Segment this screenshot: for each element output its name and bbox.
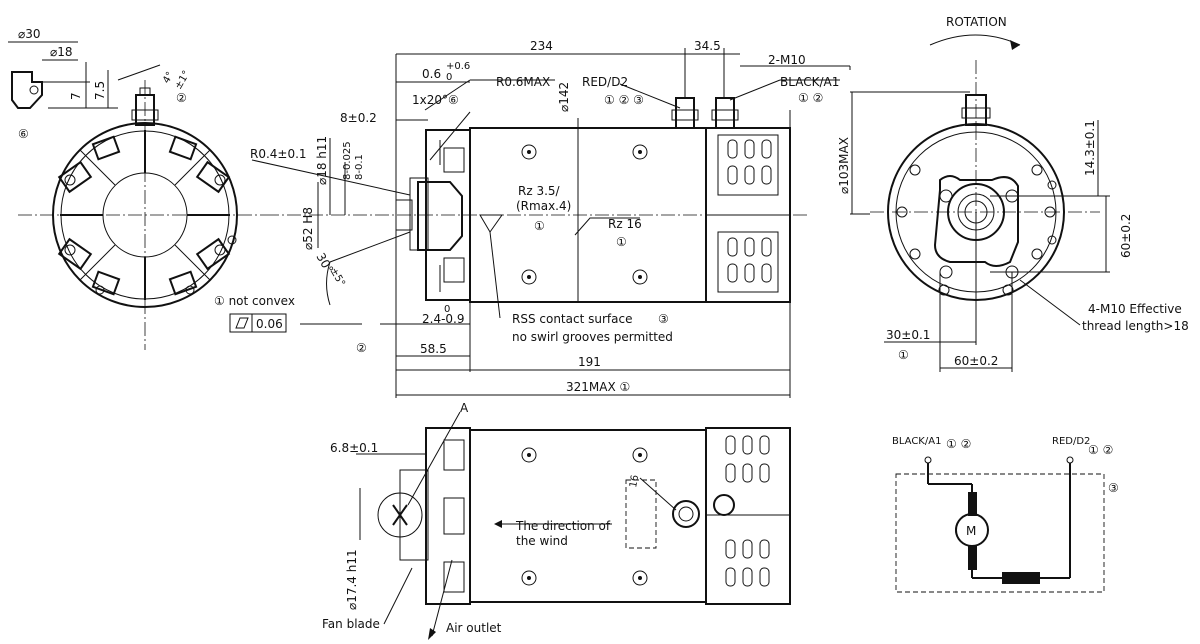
- dim-16: 16: [628, 474, 641, 488]
- dim-2-4: 2.4-0.9: [422, 312, 465, 326]
- wiring-schematic: [895, 456, 1105, 593]
- ref-2-mid: ②: [356, 341, 367, 355]
- label-rss-ref: ③: [658, 312, 669, 326]
- label-air-outlet: Air outlet: [446, 621, 502, 635]
- label-a: A: [460, 401, 469, 415]
- ref-2-left: ②: [176, 91, 187, 105]
- label-rz16-ref: ①: [616, 235, 627, 249]
- dim-d18h11: ⌀18 h11: [315, 136, 329, 185]
- dim-d17-4: ⌀17.4 h11: [345, 549, 359, 610]
- label-red-refs: ① ② ③: [604, 93, 644, 107]
- dim-d30: ⌀30: [18, 27, 41, 41]
- dim-8-025: 8-0.025: [342, 141, 353, 180]
- label-r06max: R0.6MAX: [496, 75, 550, 89]
- label-rz-ref: ①: [534, 219, 545, 233]
- label-m10-effective: 4-M10 Effective: [1088, 302, 1182, 316]
- ref-6-left: ⑥: [18, 127, 29, 141]
- dim-14-3: 14.3±0.1: [1083, 120, 1097, 176]
- dim-321: 321MAX ①: [566, 380, 630, 394]
- dim-6-8: 6.8±0.1: [330, 441, 378, 455]
- label-rz35: Rz 3.5/: [518, 184, 561, 198]
- sch-red: RED/D2: [1052, 436, 1090, 447]
- label-flatness: 0.06: [256, 317, 283, 331]
- label-black-refs: ① ②: [798, 91, 823, 105]
- label-rz16: Rz 16: [608, 217, 642, 231]
- label-wind-2: the wind: [516, 534, 568, 548]
- dim-60-v: 60±0.2: [1119, 214, 1133, 258]
- dim-d52h8: ⌀52 H8: [301, 207, 315, 250]
- bottom-view: [356, 411, 791, 640]
- dim-234: 234: [530, 39, 553, 53]
- dim-0-6: 0.6: [422, 67, 441, 81]
- label-rmax4: (Rmax.4): [516, 199, 571, 213]
- angle-30-tol: ±5°: [327, 266, 346, 289]
- dim-0-6-tol: +0.6: [446, 61, 470, 72]
- dim-d103: ⌀103MAX: [837, 137, 851, 194]
- dim-2-4-top: 0: [444, 304, 450, 315]
- dim-7-5: 7.5: [93, 81, 107, 100]
- label-thread-len: thread length>18: [1082, 319, 1189, 333]
- right-end-view: [850, 34, 1110, 372]
- sch-black-refs: ① ②: [946, 437, 971, 451]
- sch-black: BLACK/A1: [892, 436, 941, 447]
- dim-8-01: 8-0.1: [354, 154, 365, 180]
- label-rss: RSS contact surface: [512, 312, 632, 326]
- left-end-view: [8, 41, 265, 350]
- dim-34-5: 34.5: [694, 39, 721, 53]
- dim-7: 7: [69, 92, 83, 100]
- side-view: [251, 48, 851, 398]
- label-fan-blade: Fan blade: [322, 617, 380, 631]
- label-chamfer: 1x20°⑥: [412, 93, 459, 107]
- label-black-a1: BLACK/A1: [780, 75, 839, 89]
- dim-r04: R0.4±0.1: [250, 147, 307, 161]
- dim-0-6-base: 0: [446, 72, 452, 83]
- ref-1-right: ①: [898, 348, 909, 362]
- dim-60-h: 60±0.2: [954, 354, 998, 368]
- label-red-d2: RED/D2: [582, 75, 628, 89]
- dim-8: 8±0.2: [340, 111, 377, 125]
- dim-30: 30±0.1: [886, 328, 930, 342]
- dim-58-5: 58.5: [420, 342, 447, 356]
- angle-4-tol: ±1°: [173, 69, 192, 92]
- dim-2m10: 2-M10: [768, 53, 806, 67]
- angle-4: 4°: [161, 70, 176, 85]
- label-rotation: ROTATION: [946, 15, 1007, 29]
- dim-191: 191: [578, 355, 601, 369]
- label-no-swirl: no swirl grooves permitted: [512, 330, 673, 344]
- motor-symbol: M: [966, 524, 976, 538]
- label-not-convex: ① not convex: [214, 294, 295, 308]
- sch-red-refs: ① ②: [1088, 443, 1113, 457]
- sch-ref3: ③: [1108, 481, 1119, 495]
- flatness-box: [229, 313, 287, 333]
- label-wind-1: The direction of: [515, 519, 611, 533]
- dim-d18: ⌀18: [50, 45, 73, 59]
- dim-d142: ⌀142: [557, 82, 571, 112]
